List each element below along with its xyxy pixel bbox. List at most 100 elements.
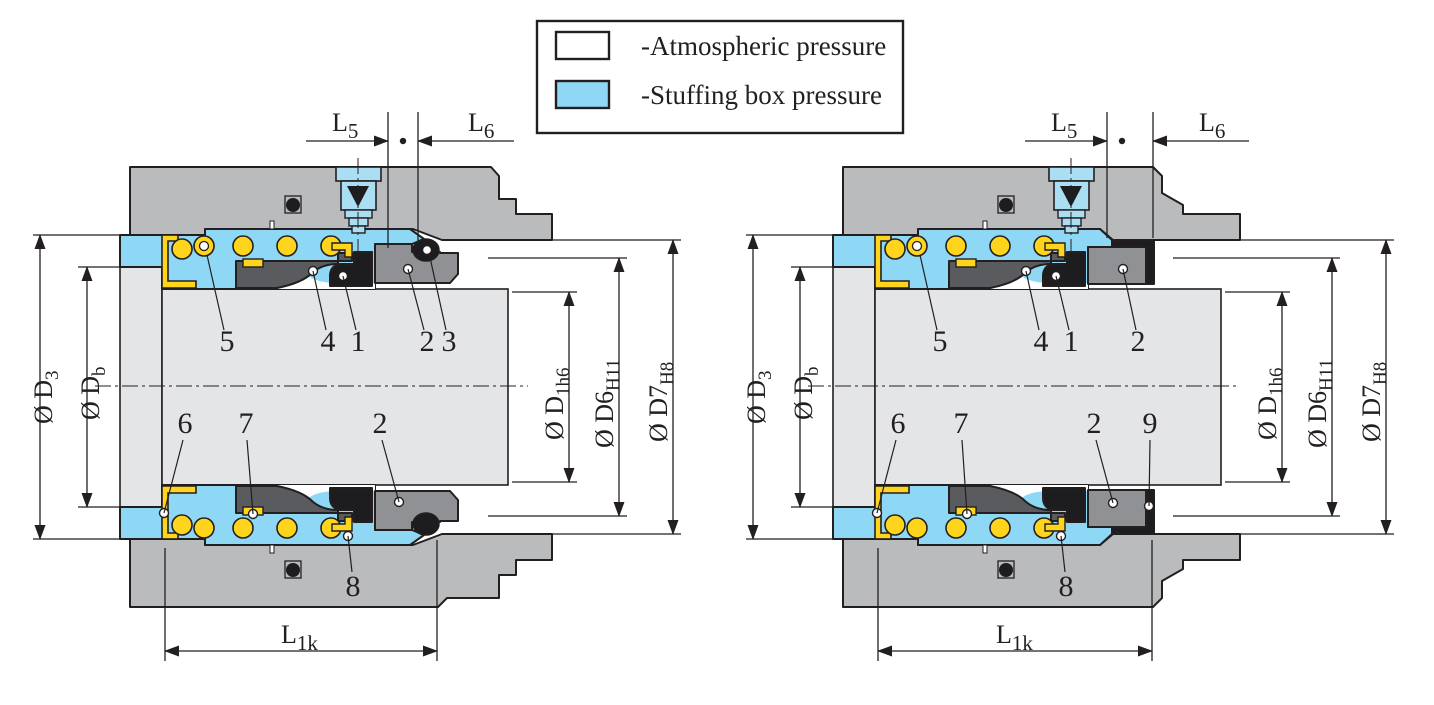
dimensions: Ø D3 Ø Db Ø D1h6 Ø D6H11 Ø D7H8 L5 L6 xyxy=(742,108,1394,661)
callout-1: 1 xyxy=(351,325,366,358)
legend-swatch-atmospheric xyxy=(554,30,611,61)
spring xyxy=(171,238,193,260)
callout-2b: 2 xyxy=(1087,407,1102,440)
springs-and-collar xyxy=(874,234,1066,540)
dim-dot xyxy=(1118,137,1126,145)
gasket-groove-top xyxy=(284,195,302,214)
leader-line xyxy=(1095,439,1114,504)
seat-bottom xyxy=(1087,489,1147,528)
gasket-o-ring-top xyxy=(999,198,1013,212)
leader-dot xyxy=(421,244,433,256)
spring xyxy=(276,517,298,539)
shaft xyxy=(874,288,1222,486)
gland-slit-top xyxy=(982,220,988,230)
gland-slit-bottom xyxy=(982,544,988,554)
leader-line xyxy=(163,439,184,514)
leader-line xyxy=(1025,270,1040,331)
shaft-shoulder xyxy=(119,266,163,508)
dim-label-d3: Ø D3 xyxy=(29,370,63,424)
dim-label-d1h6: Ø D1h6 xyxy=(540,367,574,440)
callout-2: 2 xyxy=(420,325,435,358)
leader-line xyxy=(342,275,357,331)
callout-6: 6 xyxy=(891,407,906,440)
leader-line xyxy=(246,439,254,515)
spring-ring-center xyxy=(198,240,210,252)
spring xyxy=(989,235,1011,257)
legend-swatch-stuffing-box xyxy=(554,79,611,110)
dim-label-l5: L5 xyxy=(1051,108,1077,143)
leader-line xyxy=(428,252,447,331)
dim-label-l1k: L1k xyxy=(996,620,1033,655)
leader-line xyxy=(876,439,897,514)
spring xyxy=(193,517,215,539)
dimensions: Ø D3 Ø Db Ø D1h6 Ø D6H11 Ø D7H8 L5 L6 xyxy=(29,108,681,661)
leader-line xyxy=(961,439,968,515)
callout-7: 7 xyxy=(954,407,969,440)
leader-line xyxy=(1060,535,1066,573)
set-screw xyxy=(1048,158,1095,252)
callout-7: 7 xyxy=(239,407,254,440)
dim-label-d6h11: Ø D6H11 xyxy=(1303,359,1337,448)
gasket-o-ring-top xyxy=(286,198,300,212)
spring xyxy=(945,235,967,257)
dim-label-d7h8: Ø D7H8 xyxy=(1357,362,1391,442)
retainer-bracket-bottom xyxy=(1044,516,1066,532)
leader-line xyxy=(206,254,225,331)
leader-line xyxy=(1122,268,1137,331)
spring xyxy=(232,517,254,539)
leader-line xyxy=(381,439,400,503)
spring xyxy=(232,235,254,257)
gasket-groove-top xyxy=(997,195,1015,214)
spring xyxy=(276,235,298,257)
callout-8: 8 xyxy=(346,570,361,603)
retainer-bracket-top xyxy=(1044,242,1066,258)
leader-line xyxy=(407,268,425,331)
dim-label-d3: Ø D3 xyxy=(742,370,776,424)
gland-slit-top xyxy=(269,220,275,230)
legend: -Atmospheric pressure -Stuffing box pres… xyxy=(535,19,905,135)
drive-collar-top xyxy=(161,234,197,289)
legend-label-stuffing-box: -Stuffing box pressure xyxy=(641,80,882,110)
dim-label-db: Ø Db xyxy=(76,366,110,420)
leader-line xyxy=(1148,439,1151,507)
dim-label-l6: L6 xyxy=(468,108,494,143)
seat-top xyxy=(1087,246,1147,285)
seat-o-ring-bottom xyxy=(412,512,440,536)
dim-label-d6h11: Ø D6H11 xyxy=(590,359,624,448)
gasket-o-ring-bottom xyxy=(999,563,1013,577)
callout-5: 5 xyxy=(220,325,235,358)
spring xyxy=(884,238,906,260)
drive-collar-top xyxy=(874,234,910,289)
callout-4: 4 xyxy=(1034,325,1049,358)
dim-label-l5: L5 xyxy=(332,108,358,143)
gasket-o-ring-bottom xyxy=(286,563,300,577)
dim-label-l6: L6 xyxy=(1199,108,1225,143)
callout-9: 9 xyxy=(1143,407,1158,440)
springs-and-collar xyxy=(161,234,353,540)
callout-2b: 2 xyxy=(373,407,388,440)
primary-seal-ring-bottom xyxy=(329,487,373,523)
set-screw xyxy=(335,158,382,252)
retainer-bracket-top xyxy=(331,242,353,258)
dim-label-d1h6: Ø D1h6 xyxy=(1253,367,1287,440)
retainer-bracket-bottom xyxy=(331,516,353,532)
gland-slit-bottom xyxy=(269,544,275,554)
dim-dot xyxy=(399,137,407,145)
dim-label-d7h8: Ø D7H8 xyxy=(644,362,678,442)
callout-6: 6 xyxy=(178,407,193,440)
callout-5: 5 xyxy=(933,325,948,358)
callouts: 5 4 1 2 3 6 7 2 8 xyxy=(158,244,457,603)
callout-3: 3 xyxy=(442,325,457,358)
callout-4: 4 xyxy=(321,325,336,358)
spring xyxy=(171,514,193,536)
drive-collar-bottom xyxy=(874,485,910,540)
seal-diagram-right: Ø D3 Ø Db Ø D1h6 Ø D6H11 Ø D7H8 L5 L6 xyxy=(742,108,1394,661)
shaft-shoulder xyxy=(832,266,876,508)
leader-line xyxy=(1055,275,1070,331)
seal-diagram-left: Ø D3 Ø Db Ø D1h6 Ø D6H11 Ø D7H8 L5 L6 xyxy=(29,108,681,661)
gasket-groove-bottom xyxy=(284,560,302,579)
spring-ring-center xyxy=(911,240,923,252)
leader-line xyxy=(919,254,938,331)
drive-collar-bottom xyxy=(161,485,197,540)
drive-tab-top xyxy=(242,258,264,268)
